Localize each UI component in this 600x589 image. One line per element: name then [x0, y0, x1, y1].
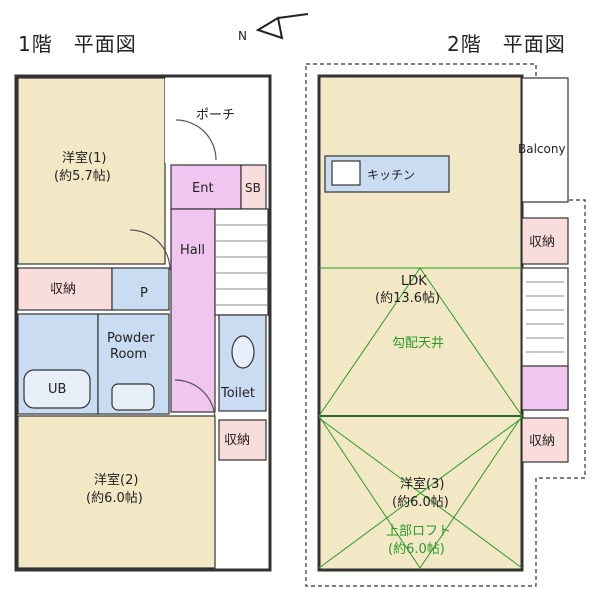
- porch-label: ポーチ: [196, 108, 235, 123]
- ldk-name: LDK: [401, 274, 427, 289]
- sloped-ceiling-label: 勾配天井: [392, 336, 444, 351]
- storage-2f-a-label: 収納: [529, 235, 555, 250]
- door-swing-hall: [129, 229, 171, 271]
- loft-name: 上部ロフト: [386, 524, 451, 539]
- western2-name: 洋室(2): [94, 472, 138, 488]
- storage-1f-a: [17, 267, 113, 311]
- p-area: [111, 267, 170, 311]
- washbasin: [111, 383, 155, 411]
- stove: [331, 160, 361, 186]
- ub-label: UB: [48, 382, 66, 397]
- floor2-plan: [305, 63, 586, 587]
- storage-1f-b: [218, 419, 267, 461]
- toilet-label: Toilet: [220, 386, 255, 401]
- western1-name: 洋室(1): [62, 150, 106, 166]
- stairs-area-1f: [214, 208, 269, 316]
- powder-label-1: Powder: [107, 331, 155, 346]
- storage-2f-b-label: 収納: [529, 434, 555, 449]
- storage-2f-b: [521, 417, 569, 463]
- stair-treads-1f: [215, 224, 268, 306]
- western-room-1: [17, 77, 166, 265]
- storage-1f-b-label: 収納: [224, 433, 250, 448]
- balcony: [521, 77, 569, 203]
- floor1-plan: [14, 74, 272, 572]
- toilet-bowl: [231, 335, 255, 369]
- western3-name: 洋室(3): [400, 476, 444, 492]
- ent-label: Ent: [192, 181, 214, 196]
- p-label: P: [140, 286, 148, 301]
- door-swing-porch: [175, 119, 217, 161]
- western3-size: (約6.0帖): [392, 495, 449, 510]
- bathtub: [23, 369, 91, 409]
- door-swing-room2: [174, 379, 216, 421]
- western2-size: (約6.0帖): [86, 491, 143, 506]
- storage-1f-a-label: 収納: [50, 282, 76, 297]
- powder-label-2: Room: [110, 347, 147, 362]
- hall: [170, 208, 216, 413]
- floor1-outer-wall: [14, 74, 272, 572]
- balcony-label: Balcony: [518, 142, 566, 156]
- stair-landing: [521, 365, 569, 411]
- storage-2f-a: [521, 217, 569, 265]
- loft-size: (約6.0帖): [388, 542, 445, 557]
- ldk-size: (約13.6帖): [375, 291, 440, 306]
- floor1-title: 1階 平面図: [18, 32, 137, 56]
- slope-lines: [318, 267, 523, 569]
- hall-label: Hall: [180, 243, 205, 258]
- kitchen-label: キッチン: [367, 168, 415, 182]
- western-room-2: [17, 415, 216, 569]
- north-label: N: [238, 29, 247, 43]
- north-indicator: N: [238, 13, 309, 43]
- sb-label: SB: [245, 181, 261, 195]
- western1-size: (約5.7帖): [54, 169, 111, 184]
- stair-treads-2f: [526, 281, 564, 353]
- floor2-title: 2階 平面図: [447, 32, 566, 56]
